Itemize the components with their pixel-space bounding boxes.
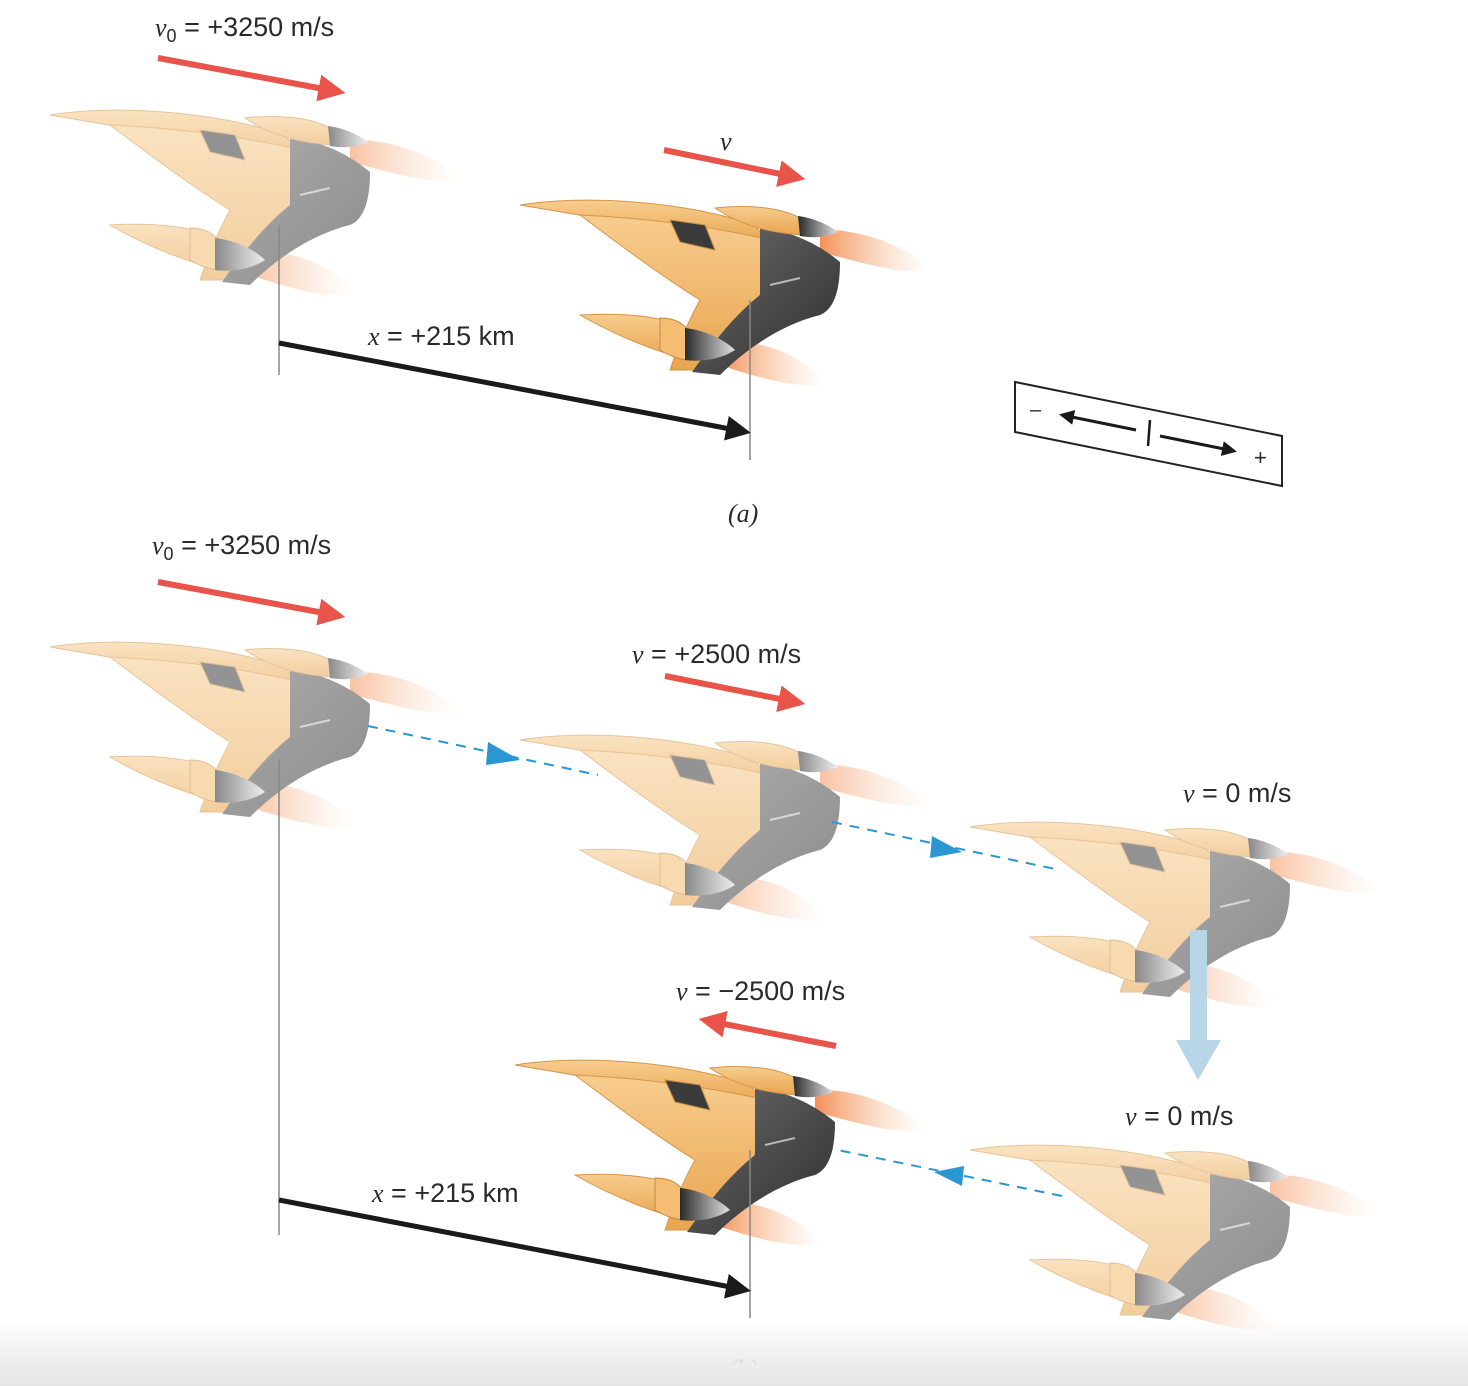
displacement-arrow-a	[278, 340, 751, 441]
v-label-b4: v = −2500 m/s	[676, 976, 845, 1006]
turnaround-arrow	[1176, 930, 1221, 1080]
spaceship-3-b	[969, 821, 1381, 1009]
spaceship-5-b	[514, 1059, 926, 1247]
path-arrowhead-2	[930, 836, 962, 858]
velocity-arrow-v4-b	[698, 1010, 837, 1049]
path-arrowhead-3	[934, 1166, 964, 1186]
axis-minus-label: –	[1030, 399, 1042, 421]
path-line-1	[367, 725, 599, 776]
velocity-arrow-v0-a	[157, 55, 346, 102]
velocity-arrow-v-a	[663, 147, 806, 187]
v-label-b2: v = 0 m/s	[1183, 778, 1291, 808]
v0-label-a: v0 = +3250 m/s	[155, 12, 334, 46]
caption-b: (b)	[728, 1355, 758, 1384]
spaceship-2-b	[519, 734, 931, 922]
v-label-a: v	[720, 127, 732, 156]
displacement-label-a: x = +215 km	[367, 321, 515, 351]
spaceship-start-a	[49, 109, 461, 297]
displacement-arrow-b	[278, 1197, 751, 1299]
velocity-arrow-v1-b	[664, 673, 806, 713]
caption-a: (a)	[728, 499, 758, 528]
v0-label-b: v0 = +3250 m/s	[152, 530, 331, 564]
spaceship-4-b	[969, 1144, 1381, 1332]
spaceship-1-b	[49, 641, 461, 829]
v-label-b1: v = +2500 m/s	[632, 639, 801, 669]
sign-convention-axis: – +	[1014, 380, 1283, 488]
displacement-label-b: x = +215 km	[371, 1178, 519, 1208]
spaceship-end-a	[519, 199, 931, 387]
panel-b: v0 = +3250 m/s v = +2500 m/s v = 0 m/s v…	[49, 530, 1381, 1384]
velocity-arrow-v0-b	[157, 579, 346, 626]
panel-a: v0 = +3250 m/s v x = +215 km – + (a)	[49, 12, 1283, 528]
path-arrowhead-1	[486, 742, 520, 765]
axis-plus-label: +	[1254, 445, 1267, 470]
v-label-b3: v = 0 m/s	[1125, 1101, 1233, 1131]
path-line-3	[827, 1147, 1063, 1197]
